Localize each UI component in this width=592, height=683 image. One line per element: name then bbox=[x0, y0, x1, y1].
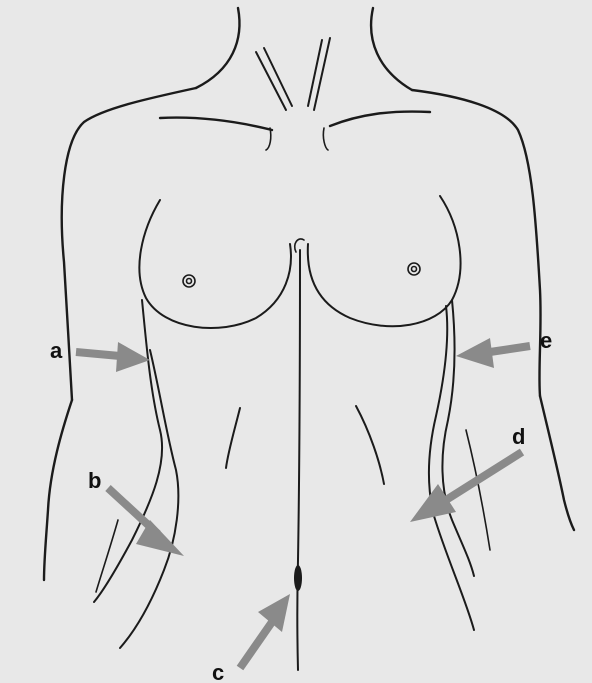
left-waist-crease bbox=[226, 408, 240, 468]
label-d: d bbox=[512, 424, 525, 449]
sternal-notch-right bbox=[323, 128, 328, 150]
right-breast-outline bbox=[308, 196, 461, 326]
label-e: e bbox=[540, 328, 552, 353]
arrow-a bbox=[76, 342, 150, 372]
left-breast-outline bbox=[139, 200, 291, 328]
right-nipple-inner bbox=[412, 267, 417, 272]
label-a: a bbox=[50, 338, 63, 363]
neck-left-line bbox=[196, 8, 239, 88]
right-nipple-outer bbox=[408, 263, 420, 275]
label-c: c bbox=[212, 660, 224, 683]
left-forearm-line bbox=[96, 520, 118, 592]
label-b: b bbox=[88, 468, 101, 493]
right-forearm-line bbox=[466, 430, 490, 550]
arrow-e bbox=[456, 338, 530, 368]
right-clavicle bbox=[330, 112, 430, 126]
midline-linea-alba bbox=[297, 250, 300, 670]
umbilicus bbox=[294, 565, 302, 591]
sternal-notch-left bbox=[266, 128, 271, 150]
sternocleidomastoid-right-b bbox=[314, 38, 330, 110]
left-flank-upper bbox=[120, 350, 178, 648]
left-nipple-outer bbox=[183, 275, 195, 287]
right-arm-outer bbox=[540, 396, 574, 530]
left-nipple-inner bbox=[187, 279, 192, 284]
sternocleidomastoid-right-a bbox=[308, 40, 322, 106]
arrow-d bbox=[410, 452, 522, 522]
arrow-c bbox=[240, 594, 290, 668]
left-arm-inner bbox=[94, 300, 162, 602]
neck-right-line bbox=[371, 8, 412, 90]
left-clavicle bbox=[160, 118, 272, 130]
right-waist-crease bbox=[356, 406, 384, 484]
left-arm-outer bbox=[44, 400, 72, 580]
arrow-b bbox=[108, 488, 184, 556]
